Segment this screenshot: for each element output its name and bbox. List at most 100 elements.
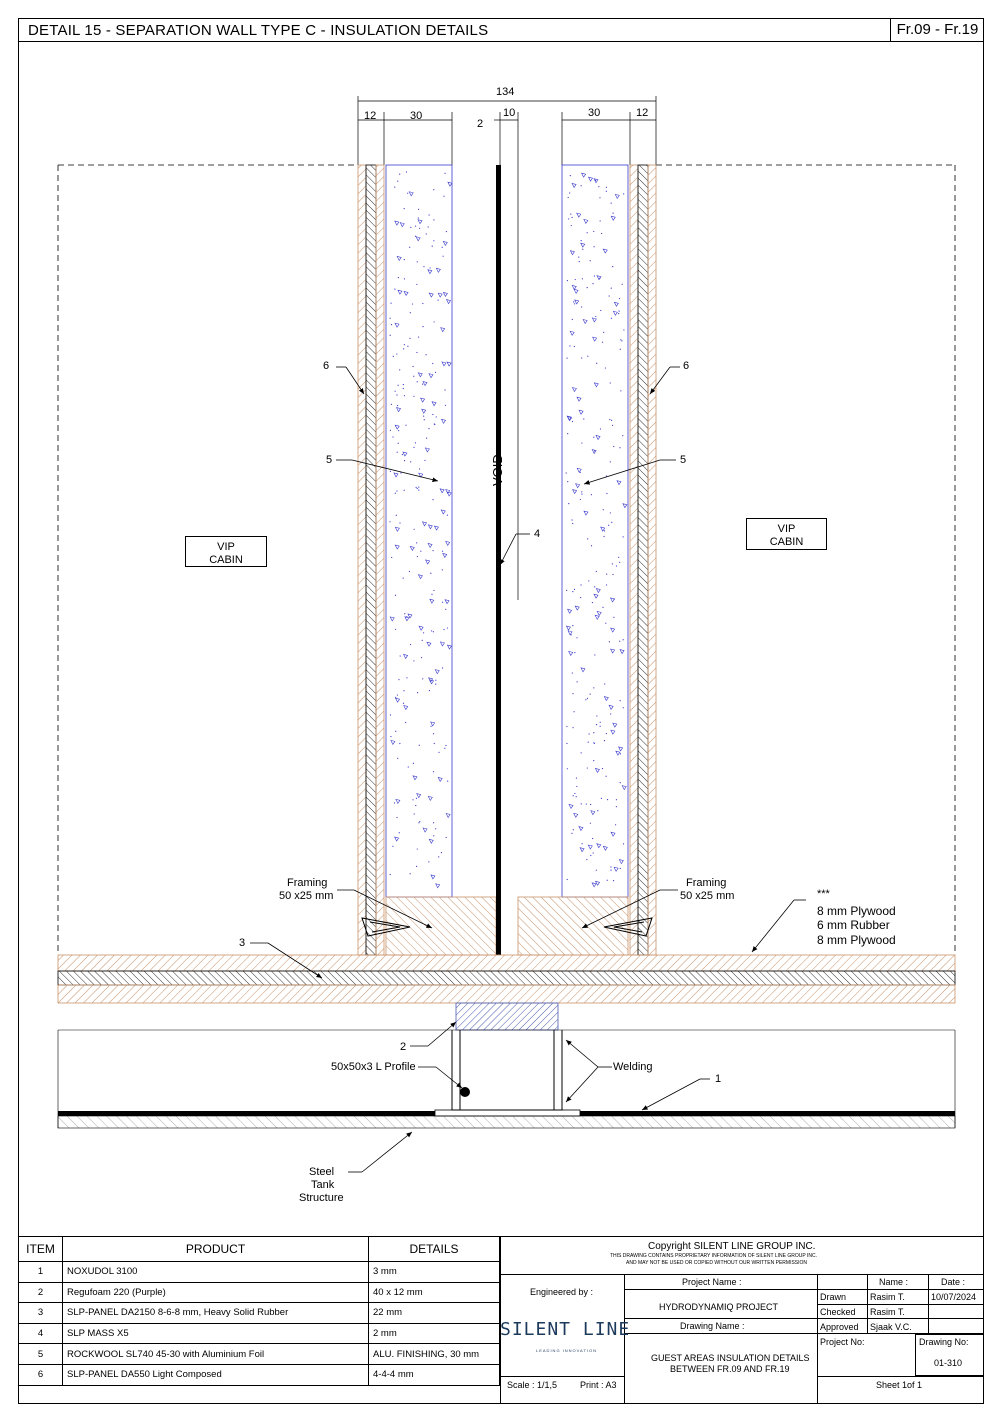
left-wall-panel — [357, 164, 385, 956]
row-product: SLP-PANEL DA2150 8-6-8 mm, Heavy Solid R… — [62, 1302, 369, 1324]
sheet-cell — [817, 1376, 984, 1404]
steel-label-1: Steel — [309, 1166, 335, 1178]
floor-stars: *** — [817, 888, 830, 900]
row-product: Regufoam 220 (Purple) — [62, 1281, 369, 1304]
framing-left-size: 50 x25 mm — [279, 890, 334, 902]
sheet-number: Sheet 1of 1 — [876, 1380, 923, 1390]
row-item: 2 — [18, 1281, 63, 1304]
dim-gap: 2 — [477, 118, 484, 130]
left-insulation — [385, 164, 453, 898]
cabin-left-line-1: VIP — [217, 541, 235, 553]
callout-5-right: 5 — [680, 454, 687, 466]
drawing-no: 01-310 — [934, 1358, 963, 1368]
drawing-no-label: Drawing No: — [919, 1337, 969, 1347]
dim-left-insulation: 30 — [410, 110, 423, 122]
drawing-name-2: BETWEEN FR.09 AND FR.19 — [670, 1364, 790, 1374]
print-size: Print : A3 — [580, 1380, 617, 1390]
header-item: ITEM — [18, 1236, 63, 1262]
notice-1: THIS DRAWING CONTAINS PROPRIETARY INFORM… — [610, 1253, 817, 1259]
steel-label-3: Structure — [299, 1192, 344, 1204]
row-product: SLP MASS X5 — [62, 1322, 369, 1345]
row-product: ROCKWOOL SL740 45-30 with Aluminium Foil — [62, 1343, 369, 1365]
row-item: 4 — [18, 1322, 63, 1345]
frame-reference: Fr.09 - Fr.19 — [890, 18, 984, 42]
date-label: Date : — [941, 1277, 966, 1287]
cabin-right-box: VIP CABIN — [746, 518, 827, 550]
dim-overall: 134 — [496, 86, 515, 98]
right-wall-panel — [629, 164, 657, 956]
floor-panel — [57, 954, 956, 1004]
approved-name: Sjaak V.C. — [870, 1322, 912, 1332]
name-col — [867, 1274, 929, 1334]
profile-dot — [460, 1087, 470, 1097]
row-item: 1 — [18, 1261, 63, 1283]
project-name: HYDRODYNAMIQ PROJECT — [659, 1302, 779, 1312]
checked-row — [817, 1304, 984, 1319]
row-details: 4-4-4 mm — [368, 1363, 500, 1386]
floor-layer-1: 8 mm Plywood — [817, 904, 896, 918]
drawing-no-cell — [915, 1334, 984, 1376]
drawing-title: DETAIL 15 - SEPARATION WALL TYPE C - INS… — [28, 22, 489, 39]
checked-label: Checked — [820, 1307, 856, 1317]
scale-cell — [500, 1376, 625, 1404]
callout-5-left: 5 — [326, 454, 333, 466]
row-details: 40 x 12 mm — [368, 1281, 500, 1304]
profile-label: 50x50x3 L Profile — [331, 1061, 416, 1073]
approved-label: Approved — [820, 1322, 859, 1332]
dim-right-outer: 12 — [636, 107, 649, 119]
dim-void: 10 — [503, 107, 516, 119]
steel-structure — [57, 1029, 956, 1129]
support-pad — [455, 1002, 559, 1031]
project-no-label: Project No: — [820, 1337, 865, 1347]
project-name-label: Project Name : — [682, 1277, 742, 1287]
dim-left-outer: 12 — [364, 110, 377, 122]
row-details: 22 mm — [368, 1302, 500, 1324]
drawing-name-label: Drawing Name : — [680, 1321, 745, 1331]
row-item: 3 — [18, 1302, 63, 1324]
row-item: 5 — [18, 1343, 63, 1365]
framing-right-size: 50 x25 mm — [680, 890, 735, 902]
room-outline — [57, 164, 956, 955]
logo-tagline: LEADING INNOVATION — [536, 1348, 597, 1353]
dim-right-insulation: 30 — [588, 107, 601, 119]
drawn-date: 10/07/2024 — [931, 1292, 977, 1302]
row-details: 2 mm — [368, 1322, 500, 1345]
steel-label-2: Tank — [311, 1179, 335, 1191]
title-bar — [18, 18, 984, 42]
notice-2: AND MAY NOT BE USED OR COPIED WITHOUT OU… — [626, 1260, 808, 1266]
resilient-clip-right — [603, 917, 653, 937]
cabin-right-line-2: CABIN — [769, 536, 804, 548]
callout-leaders — [250, 366, 806, 1173]
callout-1: 1 — [715, 1073, 722, 1085]
floor-layer-3: 8 mm Plywood — [817, 933, 896, 947]
drawing-name-1: GUEST AREAS INSULATION DETAILS — [651, 1353, 810, 1363]
right-insulation — [561, 164, 629, 898]
row-details: 3 mm — [368, 1261, 500, 1283]
project-cell — [624, 1274, 818, 1404]
cabin-left-line-2: CABIN — [209, 554, 243, 566]
resilient-clip-left — [361, 917, 411, 937]
insulation-texture — [389, 171, 628, 889]
row-details: ALU. FINISHING, 30 mm — [368, 1343, 500, 1365]
row-item: 6 — [18, 1363, 63, 1386]
scale: Scale : 1/1,5 — [507, 1380, 558, 1390]
callout-2: 2 — [400, 1041, 407, 1053]
callout-3: 3 — [239, 937, 246, 949]
framing-right-label: Framing — [686, 877, 727, 889]
drawn-name: Rasim T. — [870, 1292, 905, 1302]
mass-membrane — [496, 165, 501, 955]
checked-name: Rasim T. — [870, 1307, 905, 1317]
cabin-right-line-1: VIP — [777, 523, 796, 535]
welding-label: Welding — [613, 1061, 653, 1073]
name-label: Name : — [879, 1277, 909, 1287]
l-profile — [451, 1030, 563, 1111]
row-product: NOXUDOL 3100 — [62, 1261, 369, 1283]
cabin-left-box: VIP CABIN — [185, 536, 267, 567]
